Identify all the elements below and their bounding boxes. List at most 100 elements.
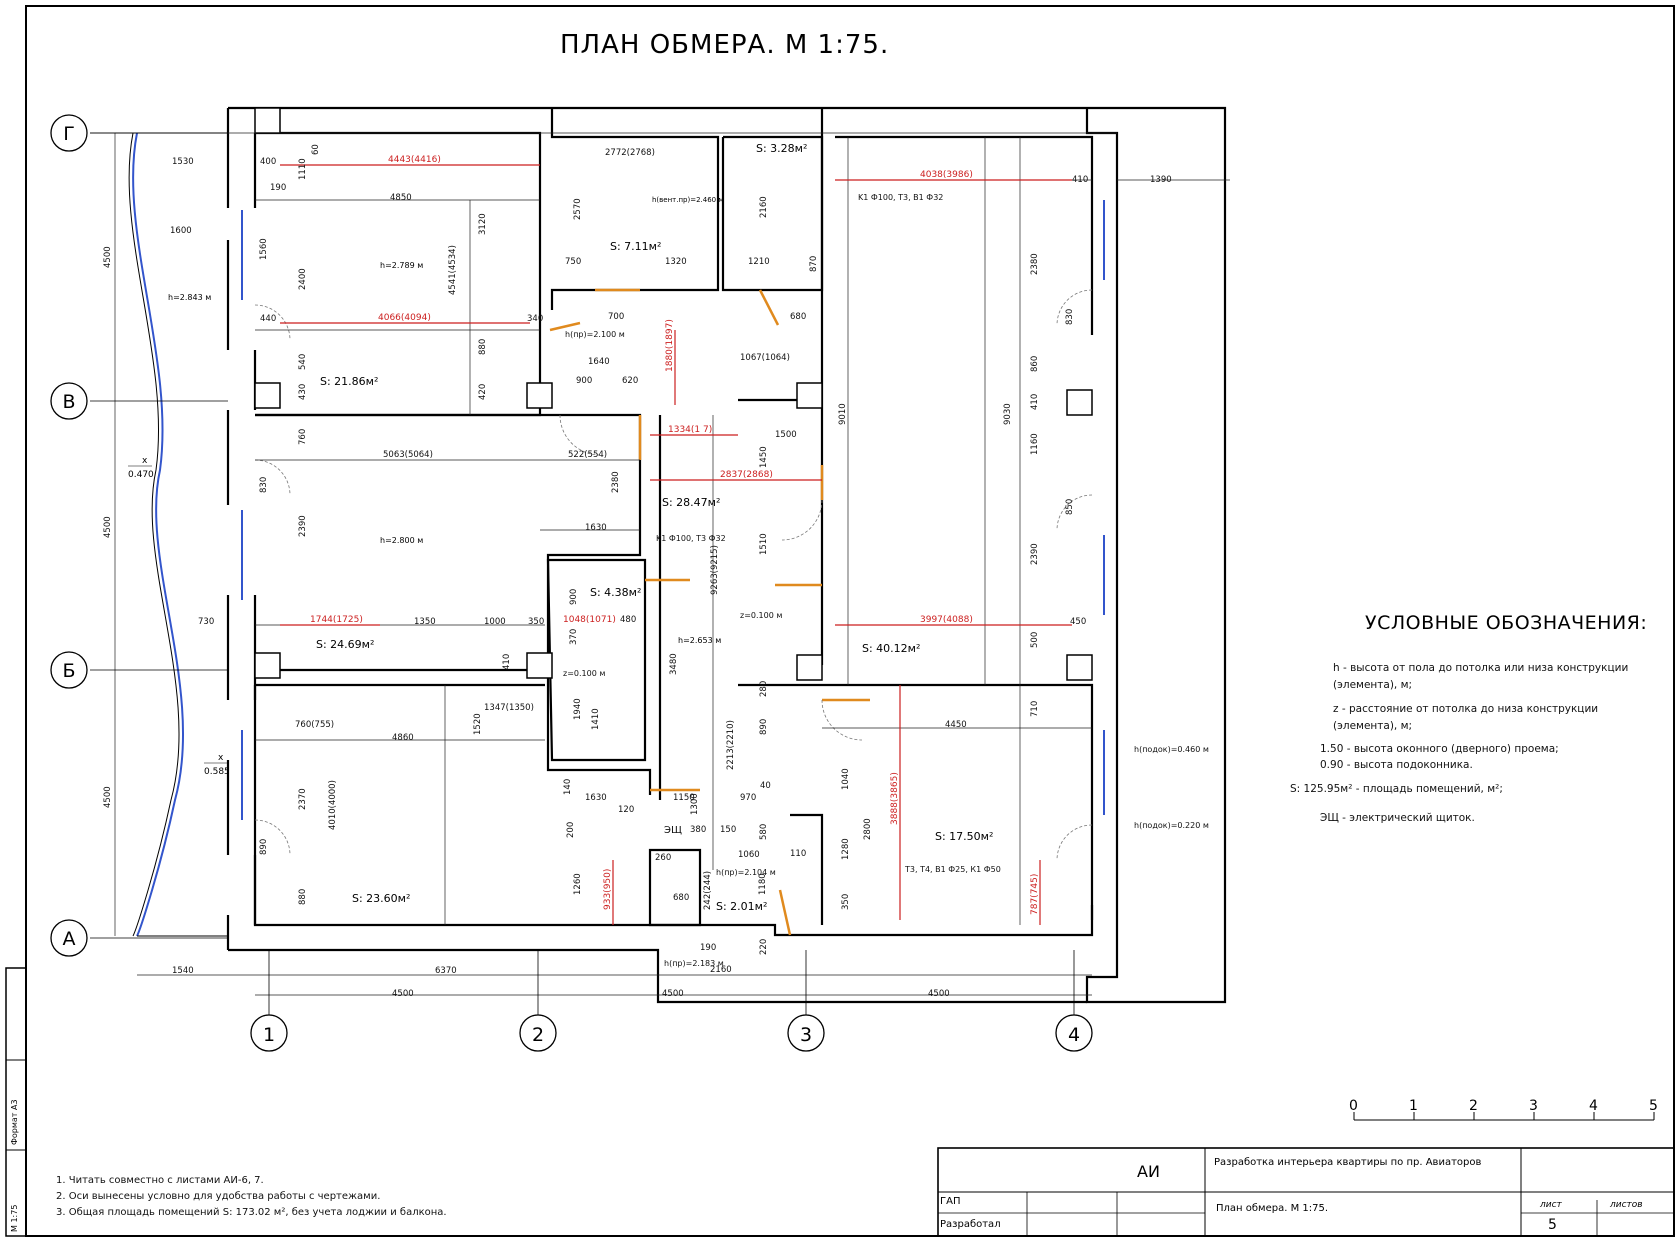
door-swings: [254, 289, 1093, 861]
dim: 4500: [103, 786, 113, 808]
dim: 890: [759, 719, 769, 735]
dim: 860: [1030, 356, 1040, 372]
dim: 1640: [588, 357, 610, 367]
dim: 2160: [759, 196, 769, 218]
room-height: h=2.800 м: [380, 536, 423, 545]
legend-item: z - расстояние от потолка до низа констр…: [1333, 703, 1599, 715]
dim: 4850: [390, 193, 412, 203]
room-area: S: 24.69м²: [316, 638, 374, 651]
dim: 2400: [298, 268, 308, 290]
dim-red: 933(950): [603, 869, 613, 910]
dim: 1150: [673, 793, 695, 803]
dim: 710: [1030, 701, 1040, 717]
stamp-sheet-label: лист: [1540, 1200, 1562, 1210]
dim: 340: [527, 314, 543, 324]
dim: 750: [565, 257, 581, 267]
scale-labels: 0 1 2 3 4 5: [1349, 1098, 1658, 1114]
dim: 760: [298, 429, 308, 445]
room-area: S: 21.86м²: [320, 375, 378, 388]
dim: 1500: [775, 430, 797, 440]
legend-item: S: 125.95м² - площадь помещений, м²;: [1290, 783, 1503, 795]
windows: [241, 200, 1105, 820]
room-labels: S: 21.86м² h=2.789 м S: 7.11м² h(вент.пр…: [168, 142, 993, 913]
dim: 2380: [611, 471, 621, 493]
dim-red: 1744(1725): [310, 615, 363, 625]
dim: 480: [620, 615, 636, 625]
axis-row-label: Б: [62, 660, 75, 682]
dim: 2370: [298, 788, 308, 810]
callout: K1 Ф100, Т3 Ф32: [656, 534, 726, 543]
doors: [549, 288, 870, 936]
dim: 5063(5064): [383, 450, 433, 460]
dim: 110: [790, 849, 806, 859]
columns: [254, 107, 1093, 681]
dim: 1520: [473, 713, 483, 735]
dim: 4500: [662, 989, 684, 999]
room-area: S: 23.60м²: [352, 892, 410, 905]
axis-col-label: 3: [800, 1024, 812, 1046]
dim: 150: [720, 825, 736, 835]
scale-side-label: М 1:75: [10, 1204, 19, 1232]
dim-red: 4038(3986): [920, 170, 973, 180]
dim: 1110: [298, 158, 308, 180]
dim: 1180: [758, 873, 768, 895]
dim: 280: [759, 681, 769, 697]
dim: 1410: [591, 708, 601, 730]
page-title: ПЛАН ОБМЕРА. М 1:75.: [560, 30, 890, 60]
dim: 410: [1030, 394, 1040, 410]
dim: 190: [700, 943, 716, 953]
dim: 970: [740, 793, 756, 803]
sheet-frame: [25, 5, 1675, 1237]
dim: 120: [618, 805, 634, 815]
dim: 1510: [759, 533, 769, 555]
dim: 880: [478, 339, 488, 355]
stamp-role: Разработал: [940, 1219, 1001, 1230]
room-height: h=2.653 м: [678, 636, 721, 645]
dim: 1630: [585, 523, 607, 533]
callouts: K1 Ф100, Т3, В1 Ф32 K1 Ф100, Т3 Ф32 Т3, …: [563, 193, 1209, 968]
dim: 2570: [573, 198, 583, 220]
dim: 400: [260, 157, 276, 167]
legend-item: 0.90 - высота подоконника.: [1320, 759, 1473, 771]
stamp-sheets-label: листов: [1610, 1200, 1643, 1210]
callout: h(подок)=0.460 м: [1134, 745, 1209, 754]
dim: 4500: [103, 246, 113, 268]
dim-red: 3888(3865): [890, 772, 900, 825]
dim: 850: [1065, 499, 1075, 515]
dim: 190: [270, 183, 286, 193]
dim: 350: [528, 617, 544, 627]
loggia-fractions: x 0.470 x 0.585: [128, 456, 230, 777]
dim: 1067(1064): [740, 353, 790, 363]
fraction-den: 0.585: [204, 767, 230, 777]
format-label: Формат А3: [10, 1099, 19, 1145]
dim: 880: [298, 889, 308, 905]
dim: 890: [259, 839, 269, 855]
legend-title: УСЛОВНЫЕ ОБОЗНАЧЕНИЯ:: [1365, 612, 1648, 634]
stamp-sheet-name: План обмера. М 1:75.: [1216, 1203, 1329, 1214]
dim: 1450: [759, 446, 769, 468]
dim: 4450: [945, 720, 967, 730]
callout: K1 Ф100, Т3, В1 Ф32: [858, 193, 943, 202]
dim: 380: [690, 825, 706, 835]
room-area: S: 28.47м²: [662, 496, 720, 509]
fraction-den: 0.470: [128, 470, 154, 480]
dim: 440: [260, 314, 276, 324]
dim: 350: [841, 894, 851, 910]
stamp-sheet-no: 5: [1548, 1217, 1557, 1233]
dim: 6370: [435, 966, 457, 976]
dim: 680: [790, 312, 806, 322]
dim: 830: [259, 477, 269, 493]
callout: Т3, Т4, В1 Ф25, К1 Ф50: [904, 865, 1001, 874]
dim: 4010(4000): [328, 780, 338, 830]
dim: 1390: [1150, 175, 1172, 185]
dim: 420: [478, 384, 488, 400]
dim: 2380: [1030, 253, 1040, 275]
legend-item: ЭЩ - электрический щиток.: [1320, 812, 1475, 824]
dim: 870: [809, 256, 819, 272]
dim: 4541(4534): [448, 245, 458, 295]
grid-axes: [90, 132, 1075, 1015]
callout: h(пр)=2.183 м: [664, 959, 724, 968]
scale-bar: [1353, 1112, 1655, 1121]
axis-col-label: 1: [263, 1024, 275, 1046]
